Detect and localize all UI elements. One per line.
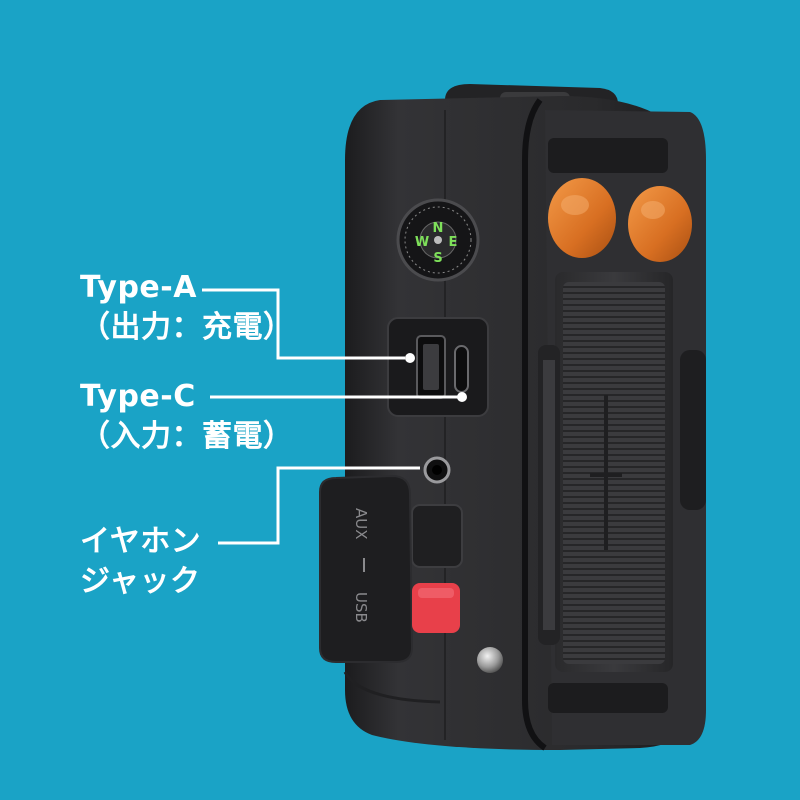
- tuning-knob-left[interactable]: [548, 178, 616, 258]
- callout-label-type-a: Type-A （出力：充電）: [80, 268, 294, 348]
- callout-earphone-line2: ジャック: [80, 564, 201, 599]
- ridged-strip: [538, 345, 560, 645]
- callout-type-c-title: Type-C: [80, 379, 196, 414]
- callout-label-earphone-jack: イヤホン ジャック: [80, 522, 201, 602]
- compass-letter-s: S: [433, 251, 442, 266]
- rubber-port-cover[interactable]: AUX USB: [319, 474, 414, 663]
- aux-port-cover-frame: [411, 504, 463, 568]
- tuning-knob-right[interactable]: [628, 186, 692, 262]
- screw: [477, 647, 503, 673]
- usb-type-c-port: [454, 345, 469, 393]
- callout-label-type-c: Type-C （入力：蓄電）: [80, 377, 294, 457]
- cover-label-usb: USB: [352, 592, 370, 623]
- earphone-jack: [423, 456, 451, 484]
- compass-letter-n: N: [433, 221, 444, 236]
- callout-type-a-desc: （出力：充電）: [80, 310, 294, 345]
- sos-button[interactable]: [412, 583, 460, 633]
- usb-type-a-port: [416, 335, 446, 399]
- solar-panel: [555, 272, 673, 672]
- cover-label-aux: AUX: [352, 508, 370, 540]
- callout-type-c-desc: （入力：蓄電）: [80, 419, 294, 454]
- callout-earphone-line1: イヤホン: [80, 524, 202, 559]
- compass-letter-w: W: [415, 235, 429, 250]
- callout-type-a-title: Type-A: [80, 270, 197, 305]
- compass: N E S W: [396, 198, 480, 282]
- compass-letter-e: E: [449, 235, 458, 250]
